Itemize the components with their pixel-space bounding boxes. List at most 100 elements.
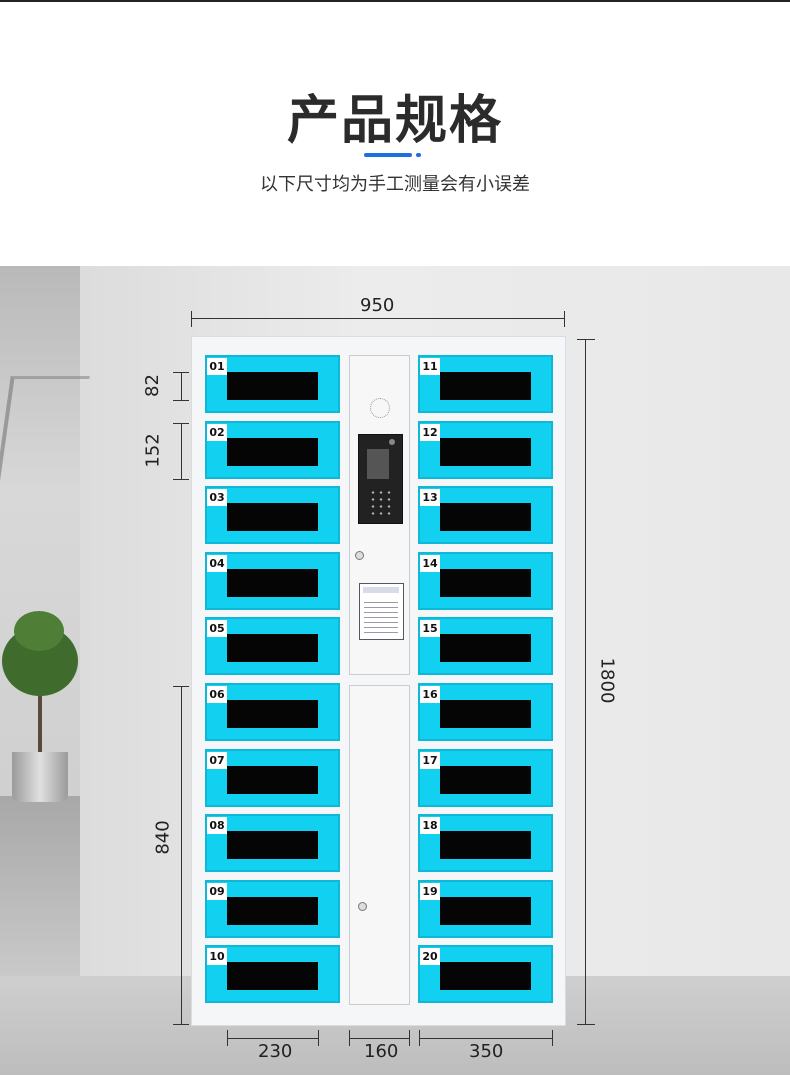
locker-window — [227, 568, 318, 597]
center-col-tick-a — [349, 1030, 350, 1046]
locker-door[interactable]: 05 — [205, 617, 340, 676]
right-col-tick-a — [419, 1030, 420, 1046]
locker-window — [227, 372, 318, 400]
locker-window — [440, 962, 531, 991]
locker-window — [227, 765, 318, 794]
lock-icon[interactable] — [355, 551, 364, 560]
locker-number: 14 — [420, 554, 440, 572]
top-rule — [0, 0, 790, 2]
left-col-tick-b — [318, 1030, 319, 1046]
plant-leaf — [14, 611, 64, 651]
center-col-tick-b — [409, 1030, 410, 1046]
width-tick-left — [191, 311, 192, 327]
locker-number: 08 — [207, 817, 227, 835]
locker-door[interactable]: 04 — [205, 551, 340, 610]
locker-number: 17 — [420, 751, 440, 769]
locker-number: 11 — [420, 358, 440, 375]
locker-door[interactable]: 06 — [205, 683, 340, 741]
locker-door[interactable]: 12 — [418, 420, 553, 479]
lower-section-tick-bottom — [173, 1024, 189, 1025]
height-label: 1800 — [596, 657, 618, 704]
lower-section-tick-top — [173, 686, 189, 687]
locker-door[interactable]: 09 — [205, 879, 340, 938]
locker-number: 15 — [420, 620, 440, 638]
locker-number: 09 — [207, 882, 227, 900]
locker-number: 03 — [207, 489, 227, 507]
locker-door[interactable]: 16 — [418, 683, 553, 741]
locker-number: 07 — [207, 751, 227, 769]
locker-door[interactable]: 19 — [418, 879, 553, 938]
background-floor-left — [0, 796, 80, 976]
locker-door[interactable]: 10 — [205, 945, 340, 1004]
door-pitch-label: 152 — [142, 433, 164, 468]
right-col-label: 350 — [469, 1041, 504, 1062]
height-tick-top — [577, 339, 595, 340]
locker-door[interactable]: 02 — [205, 420, 340, 479]
door-height-tick-bottom — [173, 400, 189, 401]
locker-window — [440, 437, 531, 466]
notice-lines — [364, 598, 398, 634]
height-tick-bottom — [577, 1024, 595, 1025]
locker-number: 10 — [207, 948, 227, 966]
locker-number: 13 — [420, 489, 440, 507]
right-col-tick-b — [552, 1030, 553, 1046]
lower-section-label: 840 — [152, 820, 174, 855]
lower-section-line — [181, 686, 182, 1025]
width-label: 950 — [360, 295, 395, 316]
locker-number: 20 — [420, 948, 440, 966]
locker-number: 16 — [420, 686, 440, 703]
locker-number: 01 — [207, 358, 227, 375]
locker-window — [227, 962, 318, 991]
plant-stem — [38, 686, 42, 756]
left-col-label: 230 — [258, 1041, 293, 1062]
locker-door[interactable]: 14 — [418, 551, 553, 610]
locker-number: 04 — [207, 554, 227, 572]
header: 产品规格 以下尺寸均为手工测量会有小误差 — [0, 0, 790, 266]
locker-door[interactable]: 15 — [418, 617, 553, 676]
locker-door[interactable]: 08 — [205, 814, 340, 873]
width-tick-right — [564, 311, 565, 327]
locker-window — [440, 634, 531, 663]
keypad[interactable] — [369, 489, 393, 519]
lock-icon[interactable] — [358, 902, 367, 911]
locker-number: 02 — [207, 423, 227, 441]
center-col-label: 160 — [364, 1041, 399, 1062]
door-pitch-line — [181, 423, 182, 479]
locker-door[interactable]: 07 — [205, 748, 340, 807]
terminal-screen — [367, 449, 389, 479]
locker-door[interactable]: 03 — [205, 486, 340, 545]
locker-door[interactable]: 13 — [418, 486, 553, 545]
locker-door[interactable]: 18 — [418, 814, 553, 873]
page-title: 产品规格 — [286, 91, 503, 151]
camera-icon — [389, 439, 395, 445]
locker-window — [440, 503, 531, 532]
locker-window — [227, 634, 318, 663]
door-pitch-tick-bottom — [173, 479, 189, 480]
width-dimension-line — [191, 318, 565, 319]
plant-pot — [12, 752, 68, 802]
height-dimension-line — [585, 339, 586, 1025]
locker-door[interactable]: 11 — [418, 355, 553, 413]
locker-window — [440, 568, 531, 597]
door-pitch-tick-top — [173, 423, 189, 424]
locker-door[interactable]: 17 — [418, 748, 553, 807]
locker-window — [227, 437, 318, 466]
left-col-line — [227, 1038, 318, 1039]
door-height-line — [181, 372, 182, 400]
center-col-line — [349, 1038, 410, 1039]
locker-door[interactable]: 20 — [418, 945, 553, 1004]
locker-window — [227, 831, 318, 860]
locker-window — [227, 896, 318, 925]
storage-door[interactable] — [349, 685, 410, 1005]
locker-door[interactable]: 01 — [205, 355, 340, 413]
notice-header — [363, 587, 399, 593]
door-height-tick-top — [173, 372, 189, 373]
left-col-tick-a — [227, 1030, 228, 1046]
locker-window — [440, 765, 531, 794]
locker-window — [227, 700, 318, 728]
keypad-terminal-icon[interactable] — [358, 434, 403, 524]
title-underline-dot — [416, 153, 421, 157]
locker-number: 18 — [420, 817, 440, 835]
speaker-icon — [370, 398, 390, 418]
page-subtitle: 以下尺寸均为手工测量会有小误差 — [260, 174, 530, 195]
